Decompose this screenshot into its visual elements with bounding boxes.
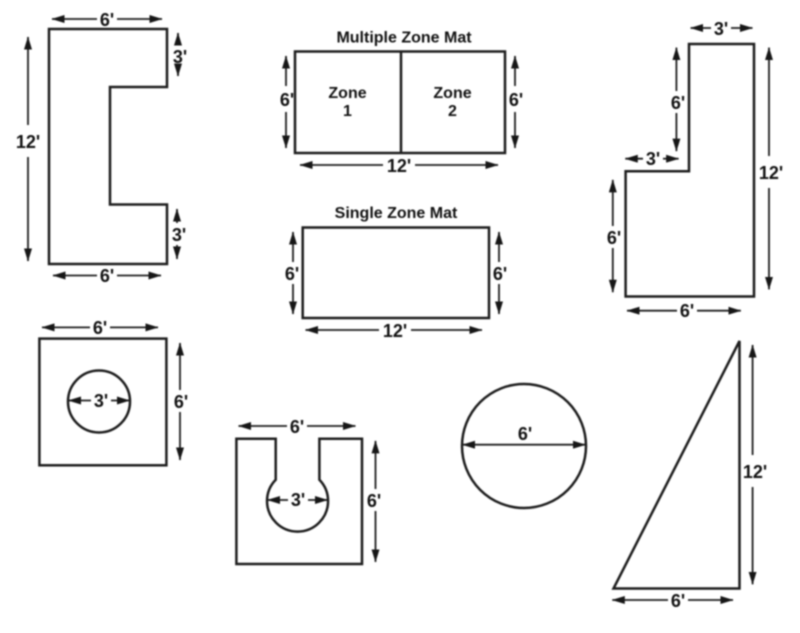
svg-text:6': 6' [518, 424, 532, 444]
svg-text:2: 2 [448, 103, 457, 120]
svg-text:6': 6' [509, 90, 523, 110]
svg-text:3': 3' [646, 149, 660, 169]
svg-text:Multiple Zone Mat: Multiple Zone Mat [336, 30, 472, 47]
svg-text:12': 12' [759, 163, 783, 183]
svg-text:12': 12' [387, 156, 411, 176]
svg-text:6': 6' [680, 301, 694, 321]
svg-text:6': 6' [367, 491, 381, 511]
svg-text:1: 1 [343, 103, 352, 120]
svg-text:3': 3' [291, 490, 305, 510]
svg-text:3': 3' [172, 225, 186, 245]
svg-text:6': 6' [290, 417, 304, 437]
svg-text:12': 12' [743, 462, 767, 482]
svg-text:6': 6' [100, 266, 114, 286]
svg-text:6': 6' [671, 591, 685, 611]
svg-text:3': 3' [173, 47, 187, 67]
svg-text:6': 6' [100, 10, 114, 30]
svg-text:12': 12' [383, 321, 407, 341]
svg-text:Single Zone Mat: Single Zone Mat [335, 205, 458, 222]
svg-text:6': 6' [285, 264, 299, 284]
svg-text:3': 3' [94, 391, 108, 411]
svg-text:6': 6' [607, 228, 621, 248]
svg-text:Zone: Zone [433, 85, 471, 102]
svg-text:12': 12' [16, 132, 40, 152]
svg-text:6': 6' [280, 90, 294, 110]
svg-text:6': 6' [493, 264, 507, 284]
svg-text:6': 6' [671, 93, 685, 113]
svg-text:Zone: Zone [328, 85, 366, 102]
svg-text:6': 6' [93, 318, 107, 338]
svg-text:3': 3' [714, 19, 728, 39]
svg-text:6': 6' [174, 392, 188, 412]
